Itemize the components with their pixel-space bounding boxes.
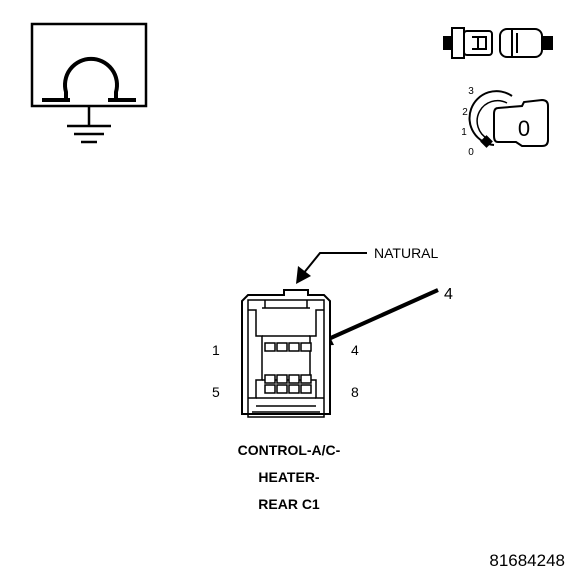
pin-label-4: 4 bbox=[351, 342, 359, 358]
connector-name-line-1: CONTROL-A/C- bbox=[238, 442, 341, 458]
connector-face bbox=[241, 289, 331, 418]
pin-cavity-bottom-6-lower bbox=[276, 384, 288, 394]
pin-label-5: 5 bbox=[212, 384, 220, 400]
ignition-position-2: 2 bbox=[462, 107, 468, 118]
natural-callout-leader bbox=[296, 252, 367, 284]
ignition-key-off-icon: 0 1 2 3 0 bbox=[461, 86, 549, 158]
pin-cavity-bottom-6-upper bbox=[276, 374, 288, 384]
ignition-position-3: 3 bbox=[468, 86, 474, 97]
pin-cavity-top-1 bbox=[264, 342, 276, 352]
connector-color-callout: NATURAL bbox=[374, 245, 439, 261]
connector-name-line-3: REAR C1 bbox=[258, 496, 320, 512]
ignition-position-0: 0 bbox=[468, 147, 474, 158]
figure-id: 81684248 bbox=[489, 551, 565, 570]
pin-cavity-top-4 bbox=[300, 342, 312, 352]
pin-callout-leader bbox=[314, 288, 439, 346]
pin-cavity-top-3 bbox=[288, 342, 300, 352]
pin-label-1: 1 bbox=[212, 342, 220, 358]
connector-name-line-2: HEATER- bbox=[258, 469, 320, 485]
ignition-position-1: 1 bbox=[461, 127, 467, 138]
pin-cavity-bottom-5-upper bbox=[264, 374, 276, 384]
pin-cavity-bottom-8-upper bbox=[300, 374, 312, 384]
ignition-key-label: 0 bbox=[518, 116, 530, 141]
ohmmeter-ground-icon bbox=[30, 22, 148, 144]
pin-callout-number: 4 bbox=[444, 286, 453, 303]
pin-cavity-bottom-8-lower bbox=[300, 384, 312, 394]
pin-label-8: 8 bbox=[351, 384, 359, 400]
connector-disconnect-icon bbox=[443, 27, 553, 59]
pin-cavity-bottom-5-lower bbox=[264, 384, 276, 394]
pin-cavity-bottom-7-upper bbox=[288, 374, 300, 384]
pin-cavities bbox=[264, 342, 312, 394]
pin-cavity-bottom-7-lower bbox=[288, 384, 300, 394]
pin-cavity-top-2 bbox=[276, 342, 288, 352]
